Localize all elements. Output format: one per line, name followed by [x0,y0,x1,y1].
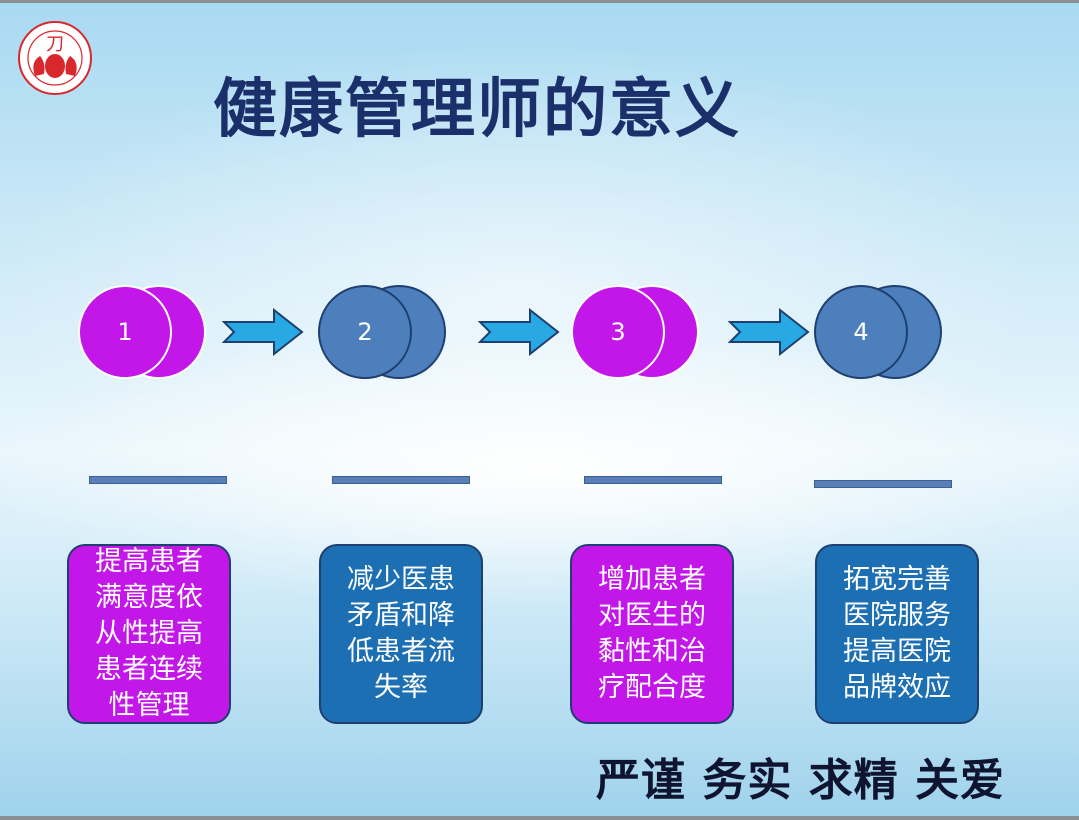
window-frame-bottom [0,816,1079,820]
step-1-divider [89,476,227,484]
step-1-line: 从性提高 [95,618,203,649]
motto: 严谨 务实 求精 关爱 [596,755,1005,806]
step-2-number: 2 [357,318,373,346]
step-2-circle-front [318,285,412,379]
step-4-line: 品牌效应 [843,672,951,703]
step-2-circle-pair: 2 [318,285,448,379]
step-3-line: 增加患者 [598,564,706,595]
step-4-circle-front [814,285,908,379]
step-1-line: 患者连续 [95,654,203,685]
arrow-right-icon [478,308,560,356]
step-1-line: 满意度依 [95,582,203,613]
step-4-line: 拓宽完善 [843,564,951,595]
step-3-line: 疗配合度 [598,672,706,703]
window-frame-top [0,0,1079,3]
step-3-line: 对医生的 [598,600,706,631]
step-4-description-box: 拓宽完善 医院服务 提高医院 品牌效应 [815,544,979,724]
step-4-line: 医院服务 [843,600,951,631]
step-2-line: 矛盾和降 [347,600,455,631]
step-4-number: 4 [853,318,869,346]
step-2-line: 减少医患 [347,564,455,595]
step-3-number: 3 [610,318,626,346]
page-title: 健康管理师的意义 [213,73,741,147]
step-2-line: 低患者流 [347,636,455,667]
step-1-circle-pair: 1 [78,285,208,379]
step-3-divider [584,476,722,484]
arrow-right-icon [222,308,304,356]
arrow-right-icon [728,308,810,356]
step-1-number: 1 [117,318,133,346]
step-1-line: 提高患者 [95,546,203,577]
step-1-line: 性管理 [108,690,190,721]
hospital-logo: 刀 [18,21,92,95]
step-4-circle-pair: 4 [814,285,944,379]
logo-glyph: 刀 [46,34,64,55]
step-2-line: 失率 [374,672,428,703]
step-1-description-box: 提高患者 满意度依 从性提高 患者连续 性管理 [67,544,231,724]
step-3-circle-front [571,285,665,379]
step-3-description-box: 增加患者 对医生的 黏性和治 疗配合度 [570,544,734,724]
step-3-circle-pair: 3 [571,285,701,379]
step-1-circle-front [78,285,172,379]
step-3-line: 黏性和治 [598,636,706,667]
step-4-divider [814,480,952,488]
step-4-line: 提高医院 [843,636,951,667]
step-2-divider [332,476,470,484]
step-2-description-box: 减少医患 矛盾和降 低患者流 失率 [319,544,483,724]
